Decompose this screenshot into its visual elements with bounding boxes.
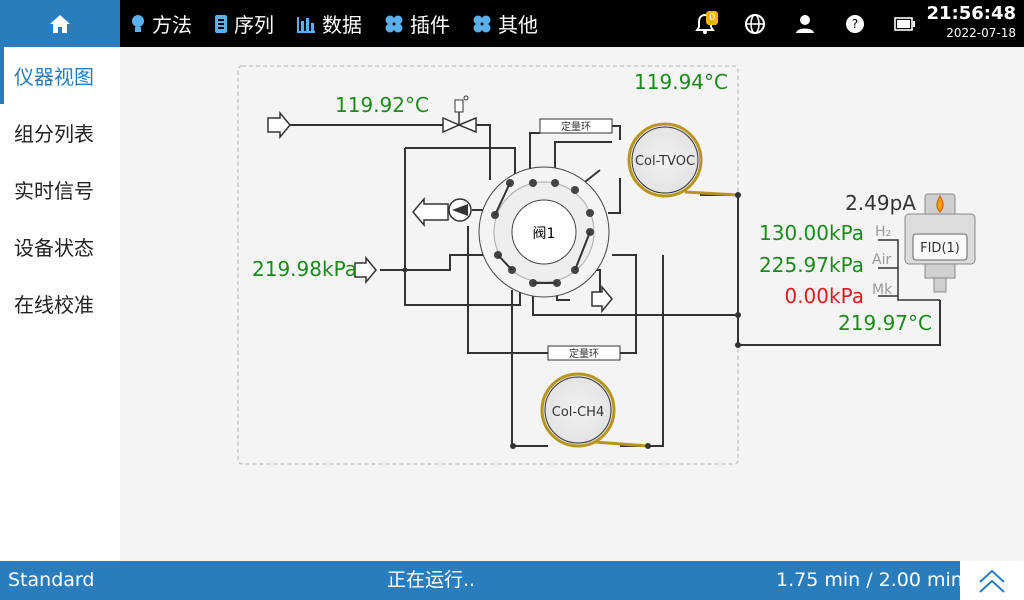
column-tvoc: Col-TVOC: [627, 122, 739, 198]
sample-loop-bottom: 定量环: [547, 345, 621, 361]
mk-label: Mk: [872, 282, 893, 298]
sidebar-item-instrument-view[interactable]: 仪器视图: [0, 47, 120, 104]
sidebar-item-label: 实时信号: [14, 179, 94, 203]
inlet-pressure-arrow: [354, 255, 377, 285]
status-mode: Standard: [8, 569, 95, 591]
clock-time: 21:56:48: [926, 3, 1016, 24]
sample-loop-top: 定量环: [539, 118, 613, 134]
sidebar-item-online-calibration[interactable]: 在线校准: [0, 275, 120, 332]
solenoid-valve[interactable]: [442, 95, 477, 134]
nav-method-label: 方法: [152, 13, 192, 37]
fid-detector[interactable]: FID(1): [904, 193, 976, 293]
grid-icon: [473, 15, 491, 32]
nav-data[interactable]: 数据: [296, 9, 362, 38]
battery-icon: [894, 16, 915, 31]
h2-pressure-reading: 130.00kPa: [759, 221, 864, 245]
list-icon: [215, 14, 227, 33]
sample-loop-bottom-label: 定量环: [569, 347, 599, 360]
sidebar-item-device-status[interactable]: 设备状态: [0, 218, 120, 275]
help-button[interactable]: ?: [840, 9, 870, 39]
nav-data-label: 数据: [322, 13, 362, 37]
help-icon: ?: [846, 14, 864, 33]
nav-sequence[interactable]: 序列: [214, 9, 274, 38]
air-label: Air: [872, 252, 891, 268]
valve-1-label: 阀1: [533, 226, 556, 242]
arrows: [267, 110, 613, 314]
nav-other[interactable]: 其他: [472, 9, 538, 38]
globe-icon: [745, 13, 765, 34]
sidebar: 仪器视图 组分列表 实时信号 设备状态 在线校准: [0, 47, 120, 561]
column-ch4: Col-CH4: [540, 372, 649, 448]
user-button[interactable]: [790, 9, 820, 39]
flame-icon: [936, 194, 944, 213]
sidebar-item-label: 设备状态: [14, 236, 94, 260]
gas-lines: [878, 239, 940, 301]
fid-name: FID(1): [920, 241, 960, 256]
valve-temp-reading: 119.92°C: [335, 93, 429, 117]
vent-arrow: [412, 196, 449, 228]
sidebar-item-component-list[interactable]: 组分列表: [0, 104, 120, 161]
oven-temp-reading: 119.94°C: [634, 70, 728, 94]
exhaust-arrow: [591, 284, 613, 314]
bar-chart-icon: [297, 16, 315, 33]
fid-signal-reading: 2.49pA: [845, 191, 916, 215]
language-button[interactable]: [740, 9, 770, 39]
pump[interactable]: [448, 198, 472, 222]
status-run-state: 正在运行..: [387, 569, 476, 591]
svg-text:?: ?: [852, 17, 858, 31]
nav-plugin[interactable]: 插件: [384, 9, 450, 38]
inlet-pressure-reading: 219.98kPa: [252, 257, 357, 281]
expand-button[interactable]: [960, 561, 1024, 600]
battery-indicator: [890, 9, 920, 39]
air-pressure-reading: 225.97kPa: [759, 253, 864, 277]
status-icons: 0 ?: [690, 0, 940, 47]
status-bar: Standard 正在运行.. 1.75 min / 2.00 min: [0, 561, 1024, 600]
column-ch4-label: Col-CH4: [552, 405, 604, 420]
h2-label: H₂: [875, 224, 891, 240]
chevron-double-up-icon: [979, 569, 1005, 593]
mk-pressure-reading: 0.00kPa: [784, 284, 864, 308]
sidebar-item-label: 仪器视图: [14, 65, 94, 89]
clock-date: 2022-07-18: [946, 26, 1016, 40]
status-progress: 1.75 min / 2.00 min: [776, 569, 963, 591]
sidebar-item-realtime-signal[interactable]: 实时信号: [0, 161, 120, 218]
main-nav: 方法 序列 数据 插件: [130, 0, 560, 47]
sidebar-item-label: 在线校准: [14, 293, 94, 317]
user-icon: [796, 14, 814, 33]
nav-sequence-label: 序列: [234, 13, 274, 37]
sidebar-item-label: 组分列表: [14, 122, 94, 146]
inlet-arrow: [267, 110, 291, 140]
nav-plugin-label: 插件: [410, 13, 450, 37]
puzzle-icon: [385, 15, 403, 32]
notification-badge: 0: [706, 10, 719, 25]
column-tvoc-label: Col-TVOC: [635, 154, 695, 169]
bulb-icon: [132, 14, 144, 32]
sample-loop-top-label: 定量环: [561, 120, 591, 133]
notification-button[interactable]: 0: [690, 9, 720, 39]
home-icon: [50, 14, 70, 33]
clock: 21:56:48 2022-07-18: [926, 3, 1016, 40]
nav-method[interactable]: 方法: [130, 9, 192, 38]
home-button[interactable]: [0, 0, 120, 47]
valve-1[interactable]: 阀1: [478, 166, 610, 298]
top-bar: 方法 序列 数据 插件: [0, 0, 1024, 47]
detector-temp-reading: 219.97°C: [838, 311, 932, 335]
junctions: [402, 192, 741, 449]
nav-other-label: 其他: [498, 13, 538, 37]
